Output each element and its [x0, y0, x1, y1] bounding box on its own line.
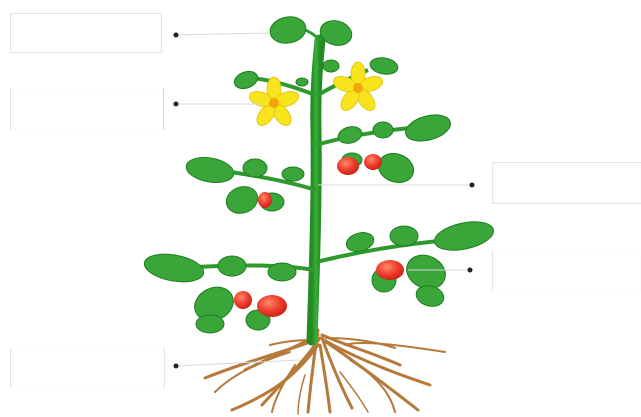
- label-box-right-upper[interactable]: [492, 162, 641, 204]
- label-box-right-lower[interactable]: [492, 250, 641, 290]
- label-box-mid-left[interactable]: [10, 88, 164, 130]
- label-box-top-left[interactable]: [10, 13, 162, 53]
- root-icon: [205, 330, 445, 414]
- label-box-bottom-left[interactable]: [10, 348, 165, 388]
